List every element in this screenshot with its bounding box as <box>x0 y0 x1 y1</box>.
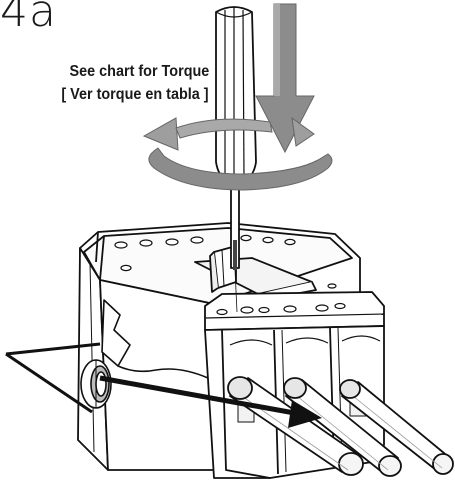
torque-instruction-es: [ Ver torque en tabla ] <box>61 86 209 103</box>
insert-arrow-icon <box>99 375 322 428</box>
callout-lines <box>5 342 101 414</box>
circuit-breaker <box>77 222 361 471</box>
torque-instruction-en: See chart for Torque <box>69 63 209 80</box>
rotate-arrow-icon <box>142 116 333 191</box>
cutaway-view <box>80 299 209 409</box>
step-label: 4a <box>0 0 57 37</box>
